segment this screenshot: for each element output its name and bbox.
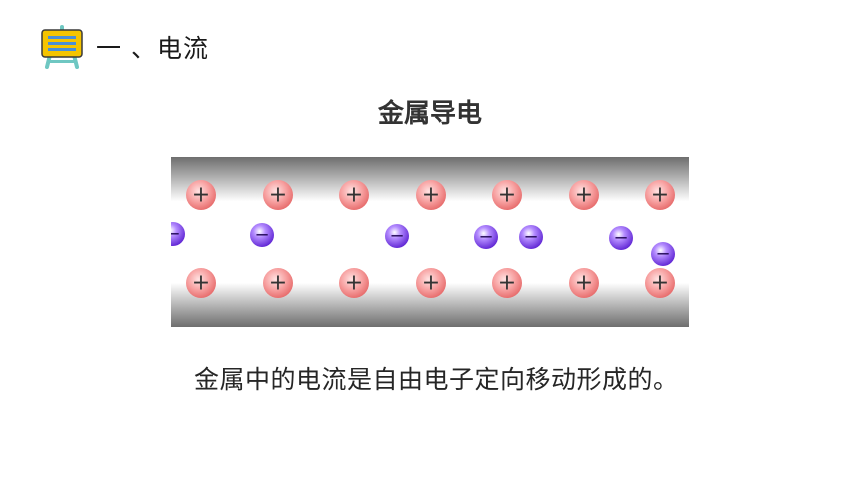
electron: − (519, 225, 543, 249)
svg-text:+: + (498, 183, 516, 208)
svg-text:+: + (269, 183, 287, 208)
svg-text:+: + (575, 183, 593, 208)
svg-text:+: + (269, 271, 287, 296)
ion: + (569, 180, 599, 210)
electron: − (250, 223, 274, 247)
ion: + (492, 180, 522, 210)
electron: − (609, 226, 633, 250)
svg-text:−: − (478, 227, 493, 248)
ion: + (186, 180, 216, 210)
ion: + (416, 180, 446, 210)
ion: + (416, 268, 446, 298)
ion: + (492, 268, 522, 298)
ion: + (645, 268, 675, 298)
svg-text:−: − (655, 244, 670, 265)
svg-text:+: + (422, 271, 440, 296)
ion: + (645, 180, 675, 210)
svg-text:+: + (345, 183, 363, 208)
caption: 金属中的电流是自由电子定向移动形成的。 (194, 365, 679, 394)
svg-text:−: − (613, 228, 628, 249)
electron: − (474, 225, 498, 249)
svg-text:−: − (523, 227, 538, 248)
svg-text:+: + (651, 271, 669, 296)
ion: + (263, 180, 293, 210)
svg-text:+: + (192, 183, 210, 208)
ion: + (569, 268, 599, 298)
ion: + (263, 268, 293, 298)
svg-text:+: + (192, 271, 210, 296)
svg-text:−: − (389, 226, 404, 247)
diagram-title: 金属导电 (377, 99, 482, 129)
svg-text:+: + (575, 271, 593, 296)
ion: + (339, 268, 369, 298)
svg-text:+: + (422, 183, 440, 208)
svg-text:−: − (171, 224, 181, 245)
electron: − (385, 224, 409, 248)
svg-text:+: + (651, 183, 669, 208)
ion: + (186, 268, 216, 298)
easel-board-icon (41, 25, 83, 69)
electron: − (651, 242, 675, 266)
svg-text:+: + (345, 271, 363, 296)
svg-text:−: − (254, 225, 269, 246)
metal-conduction-diagram: + + + + + + + (171, 157, 689, 327)
electron: − (171, 222, 185, 246)
ion: + (339, 180, 369, 210)
section-heading: 一 、电流 (96, 34, 209, 63)
svg-text:+: + (498, 271, 516, 296)
